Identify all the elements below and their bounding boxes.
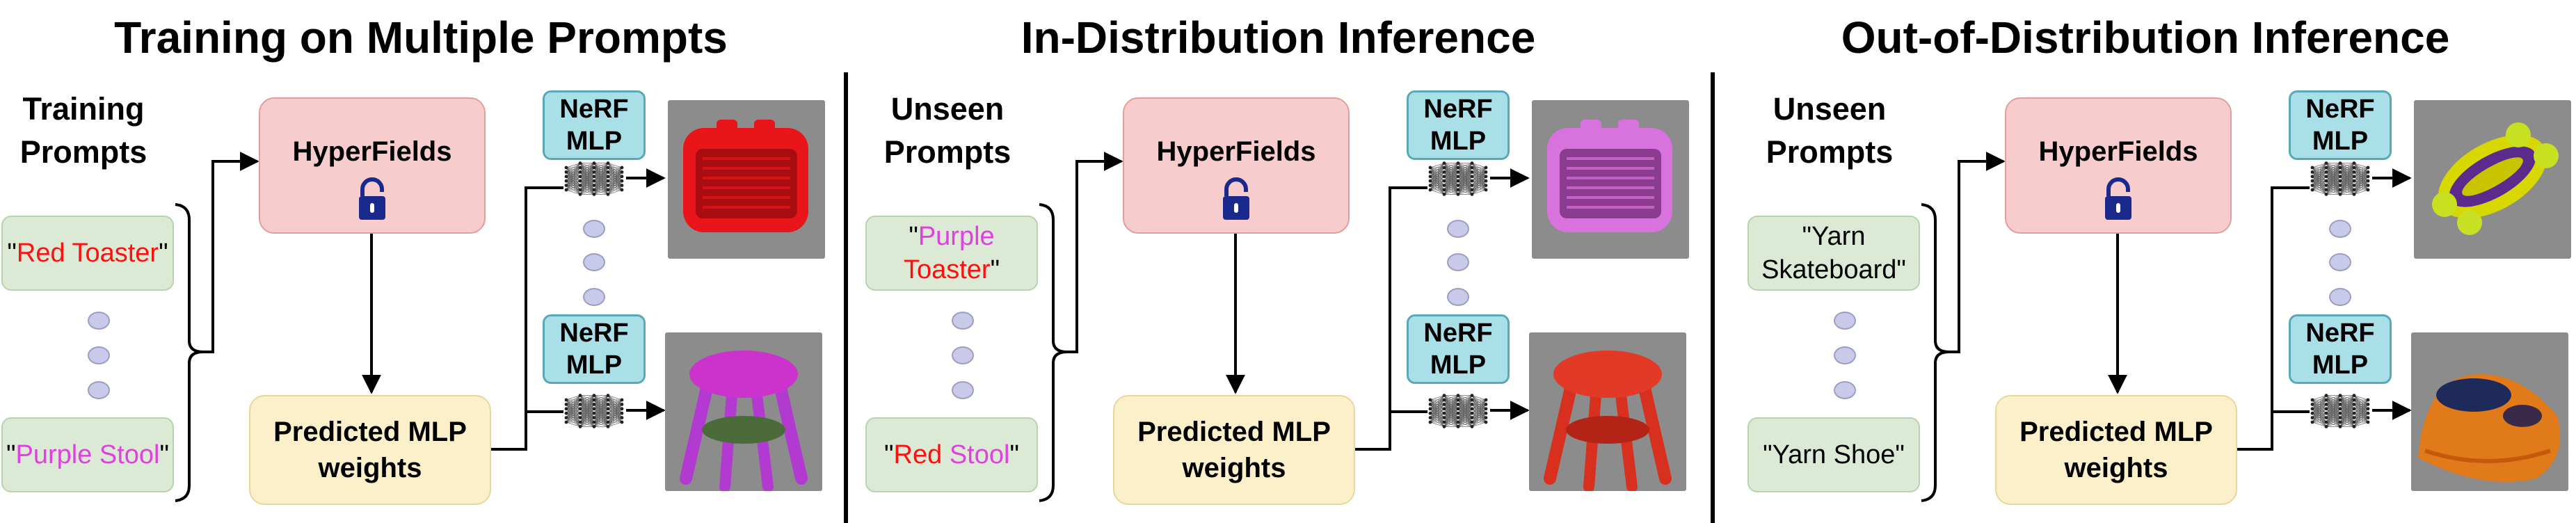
result-image-top: [2414, 100, 2571, 259]
hyperfields-box: HyperFields: [2005, 97, 2232, 234]
prompt-text-part: ": [909, 222, 918, 251]
prompt-box-top: "Purple Toaster": [865, 216, 1038, 291]
predicted-weights-box: Predicted MLP weights: [1995, 395, 2237, 505]
prompt-box-top: "Red Toaster": [1, 216, 174, 291]
nerf-mlp-box-top: NeRF MLP: [1407, 90, 1510, 160]
prompt-text-part: Red: [893, 440, 943, 469]
prompt-box-bottom: "Purple Stool": [1, 417, 174, 492]
prompt-text-part: ": [159, 440, 170, 469]
panel-title: Training on Multiple Prompts: [114, 13, 728, 63]
prompt-box-top: "Yarn Skateboard": [1747, 216, 1920, 291]
mlp-network-icon: [1428, 394, 1488, 428]
lock-icon: [2105, 177, 2131, 220]
ellipsis-dot: [88, 346, 110, 364]
ellipsis-dot: [952, 346, 974, 364]
hyperfields-box: HyperFields: [1123, 97, 1350, 234]
result-image-bottom: [1529, 332, 1686, 491]
panel-title: In-Distribution Inference: [1021, 13, 1536, 63]
prompts-header: Training Prompts: [19, 91, 147, 170]
panel-training: Training on Multiple Prompts: [0, 0, 842, 523]
lock-icon-wrap: [357, 177, 387, 225]
ellipsis-dot: [2329, 288, 2351, 306]
prompt-box-bottom: "Yarn Shoe": [1747, 417, 1920, 492]
hyperfields-label: HyperFields: [1156, 136, 1316, 167]
prompt-text-part: Stool: [949, 440, 1010, 469]
lock-icon: [359, 177, 385, 220]
result-image-bottom: [665, 332, 822, 491]
nerf-mlp-box-bottom: NeRF MLP: [543, 314, 646, 384]
prompt-text-part: "Yarn Skateboard": [1761, 222, 1906, 284]
ellipsis-dot: [583, 253, 605, 271]
panel-out-of-distribution: Out-of-Distribution Inference: [1715, 0, 2576, 523]
prompt-text-part: Purple: [918, 222, 995, 251]
hyperfields-box: HyperFields: [259, 97, 486, 234]
prompt-text-part: ": [6, 440, 16, 469]
predicted-weights-box: Predicted MLP weights: [1113, 395, 1355, 505]
prompts-header: Unseen Prompts: [883, 91, 1011, 170]
network-icon-top: [2308, 160, 2372, 201]
ellipsis-dot: [1447, 288, 1469, 306]
mlp-network-icon: [2310, 394, 2370, 428]
prompt-text: "Red Stool": [884, 438, 1019, 472]
prompt-text: "Yarn Skateboard": [1761, 220, 1906, 287]
prompt-text-part: Toaster: [903, 255, 991, 284]
hyperfields-label: HyperFields: [2038, 136, 2198, 167]
prompt-text-part: ": [7, 239, 17, 268]
nerf-mlp-box-bottom: NeRF MLP: [1407, 314, 1510, 384]
ellipsis-dot: [952, 312, 974, 330]
hyperfields-label: HyperFields: [292, 136, 452, 167]
result-image-top: [1532, 100, 1689, 259]
ellipsis-dot: [2329, 253, 2351, 271]
lock-icon-wrap: [1221, 177, 1251, 225]
ellipsis-dot: [88, 381, 110, 399]
network-icon-bottom: [562, 392, 626, 433]
ellipsis-dot: [952, 381, 974, 399]
ellipsis-dot: [88, 312, 110, 330]
panel-divider: [1711, 72, 1715, 523]
prompts-header: Unseen Prompts: [1766, 91, 1894, 170]
lock-icon-wrap: [2103, 177, 2134, 225]
mlp-network-icon: [564, 161, 624, 196]
prompt-text: "Red Toaster": [7, 236, 168, 270]
ellipsis-dot: [583, 220, 605, 238]
mlp-network-icon: [2310, 161, 2370, 196]
ellipsis-dot: [2329, 220, 2351, 238]
ellipsis-dot: [1447, 220, 1469, 238]
panel-title: Out-of-Distribution Inference: [1841, 13, 2450, 63]
prompt-text: "Yarn Shoe": [1763, 438, 1905, 472]
prompt-text-part: "Yarn Shoe": [1763, 440, 1905, 469]
prompt-text-part: ": [990, 255, 1000, 284]
network-icon-top: [562, 160, 626, 201]
ellipsis-dot: [1834, 381, 1856, 399]
prompt-text-part: ": [159, 239, 168, 268]
panel-in-distribution: In-Distribution Inference: [845, 0, 1711, 523]
nerf-mlp-box-top: NeRF MLP: [2289, 90, 2392, 160]
ellipsis-dot: [1447, 253, 1469, 271]
prompt-text: "Purple Stool": [6, 438, 169, 472]
prompt-text-part: ": [884, 440, 894, 469]
nerf-mlp-box-bottom: NeRF MLP: [2289, 314, 2392, 384]
predicted-weights-box: Predicted MLP weights: [249, 395, 491, 505]
ellipsis-dot: [1834, 312, 1856, 330]
result-image-bottom: [2411, 332, 2568, 491]
prompt-text-part: Purple Stool: [15, 440, 160, 469]
result-image-top: [668, 100, 825, 259]
prompt-text: "Purple Toaster": [904, 220, 1000, 287]
lock-icon: [1223, 177, 1249, 220]
panel-divider: [844, 72, 848, 523]
network-icon-top: [1426, 160, 1490, 201]
ellipsis-dot: [1834, 346, 1856, 364]
ellipsis-dot: [583, 288, 605, 306]
prompt-text-part: Red Toaster: [16, 239, 159, 268]
mlp-network-icon: [1428, 161, 1488, 196]
mlp-network-icon: [564, 394, 624, 428]
network-icon-bottom: [2308, 392, 2372, 433]
nerf-mlp-box-top: NeRF MLP: [543, 90, 646, 160]
prompt-box-bottom: "Red Stool": [865, 417, 1038, 492]
network-icon-bottom: [1426, 392, 1490, 433]
prompt-text-part: ": [1009, 440, 1019, 469]
